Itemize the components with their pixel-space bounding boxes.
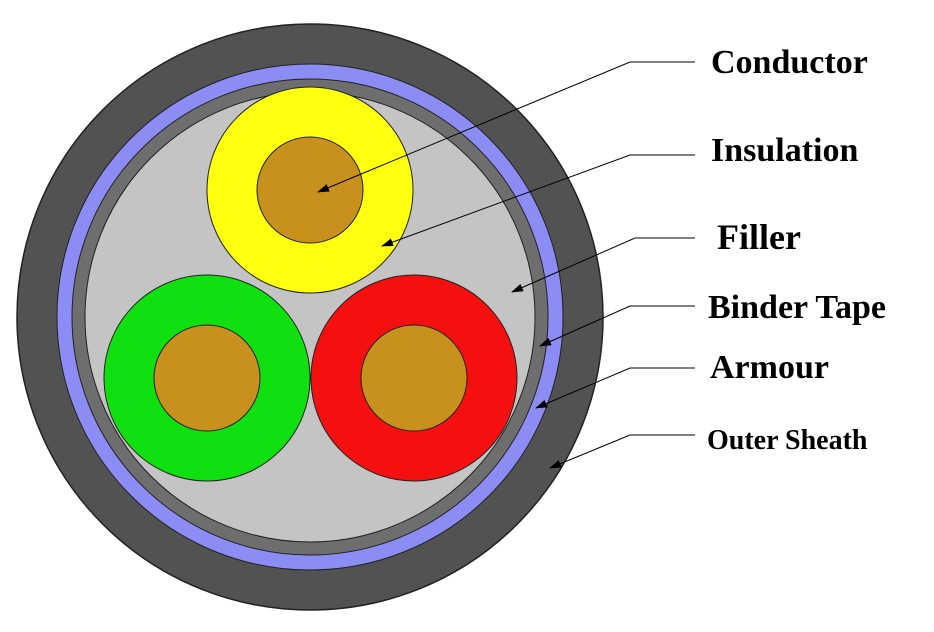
leader-armour — [535, 367, 695, 409]
label-filler: Filler — [717, 217, 801, 257]
label-armour: Armour — [710, 349, 829, 386]
label-outer-sheath: Outer Sheath — [707, 425, 868, 456]
core-red-conductor — [360, 324, 468, 432]
leader-conductor — [317, 61, 695, 193]
label-conductor: Conductor — [711, 44, 868, 81]
leader-outer-sheath — [549, 434, 695, 469]
leader-filler — [511, 237, 695, 293]
label-binder-tape: Binder Tape — [708, 289, 886, 326]
leader-binder-tape — [539, 305, 695, 347]
leader-insulation — [381, 154, 695, 247]
core-green-conductor — [153, 324, 261, 432]
label-insulation: Insulation — [711, 132, 858, 169]
core-yellow-conductor — [256, 136, 364, 244]
